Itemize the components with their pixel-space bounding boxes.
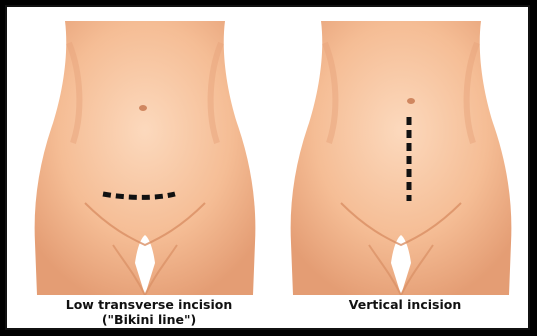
caption-vertical: Vertical incision xyxy=(285,297,525,312)
figure-frame: Low transverse incision ("Bikini line") … xyxy=(5,5,530,330)
torso-shape xyxy=(291,21,512,295)
caption-low-transverse-line2: ("Bikini line") xyxy=(29,312,269,327)
panel-low-transverse xyxy=(25,13,265,295)
navel xyxy=(407,98,415,104)
navel xyxy=(139,105,147,111)
caption-low-transverse-line1: Low transverse incision xyxy=(29,297,269,312)
torso-illustration-left xyxy=(25,13,265,295)
panel-vertical xyxy=(281,13,521,295)
caption-low-transverse: Low transverse incision ("Bikini line") xyxy=(29,297,269,327)
torso-shape xyxy=(35,21,256,295)
caption-vertical-line1: Vertical incision xyxy=(285,297,525,312)
torso-illustration-right xyxy=(281,13,521,295)
